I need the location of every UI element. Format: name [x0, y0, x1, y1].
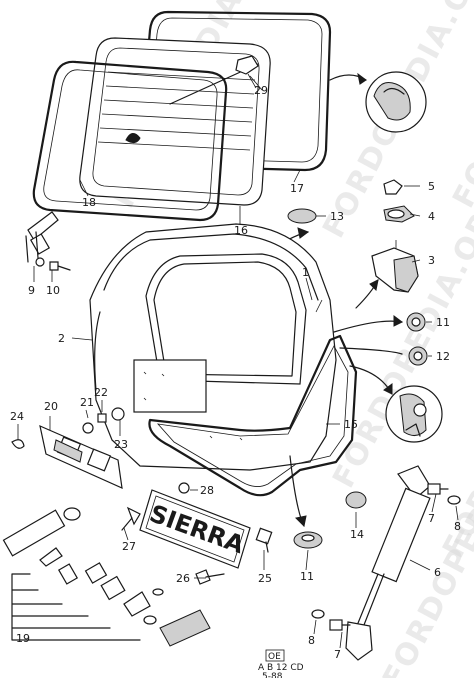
- accessory-kit-19: [2, 507, 211, 647]
- callout-15: 15: [344, 418, 358, 431]
- callout-5: 5: [428, 180, 435, 193]
- callout-8-lower: 8: [308, 634, 315, 647]
- lock-assembly: [355, 179, 419, 309]
- callout-22: 22: [94, 386, 108, 399]
- callout-8-upper: 8: [454, 520, 461, 533]
- callout-26: 26: [176, 572, 190, 585]
- callout-28: 28: [200, 484, 214, 497]
- callout-18: 18: [82, 196, 96, 209]
- callout-23: 23: [114, 438, 128, 451]
- callout-4: 4: [428, 210, 435, 223]
- callout-20: 20: [44, 400, 58, 413]
- reference-block: OE A B 12 CD 5-88: [258, 649, 304, 678]
- callout-3: 3: [428, 254, 435, 267]
- callout-11-upper: 11: [436, 316, 450, 329]
- seal-detail-inset: [329, 71, 427, 133]
- weatherstrip-detail-inset: [349, 365, 443, 443]
- license-plate: SIERRA: [139, 489, 251, 569]
- callout-2: 2: [58, 332, 65, 345]
- grommets-11-12: [333, 312, 428, 366]
- callout-17: 17: [290, 182, 304, 195]
- callout-14: 14: [350, 528, 364, 541]
- callout-21: 21: [80, 396, 94, 409]
- plate-lamp-assembly: [11, 407, 125, 489]
- reference-box-label: OE: [268, 652, 281, 662]
- reference-code: A B 12 CD: [258, 663, 304, 673]
- glass-weatherstrip-18: [32, 60, 228, 222]
- tailgate-1-2: [89, 223, 337, 471]
- plugs-lower: [289, 455, 367, 549]
- callout-29: 29: [254, 84, 268, 97]
- glass-clip-29: [235, 55, 259, 89]
- reference-date: 5-88: [262, 672, 283, 678]
- callout-1: 1: [302, 266, 309, 279]
- callout-7-upper: 7: [428, 512, 435, 525]
- callout-10: 10: [46, 284, 60, 297]
- leader-lines: [17, 75, 459, 649]
- gas-strut-6: [345, 465, 431, 661]
- callout-11-lower: 11: [300, 570, 314, 583]
- callout-16: 16: [234, 224, 248, 237]
- plate-fasteners: [121, 482, 273, 585]
- callout-19: 19: [16, 632, 30, 645]
- callout-13: 13: [330, 210, 344, 223]
- callout-7-lower: 7: [334, 648, 341, 661]
- tailgate-weatherstrip-15: [148, 334, 358, 497]
- callout-25: 25: [258, 572, 272, 585]
- callout-12: 12: [436, 350, 450, 363]
- callout-6: 6: [434, 566, 441, 579]
- strut-bolts: [311, 483, 461, 631]
- callout-labels: 29 17 16 18 13 5 4 3 1 2 11 12 15 14 11 …: [10, 84, 461, 661]
- callout-27: 27: [122, 540, 136, 553]
- glass-seal-17: [138, 10, 332, 172]
- hinge-9-10: [25, 211, 71, 271]
- callout-9: 9: [28, 284, 35, 297]
- callout-24: 24: [10, 410, 24, 423]
